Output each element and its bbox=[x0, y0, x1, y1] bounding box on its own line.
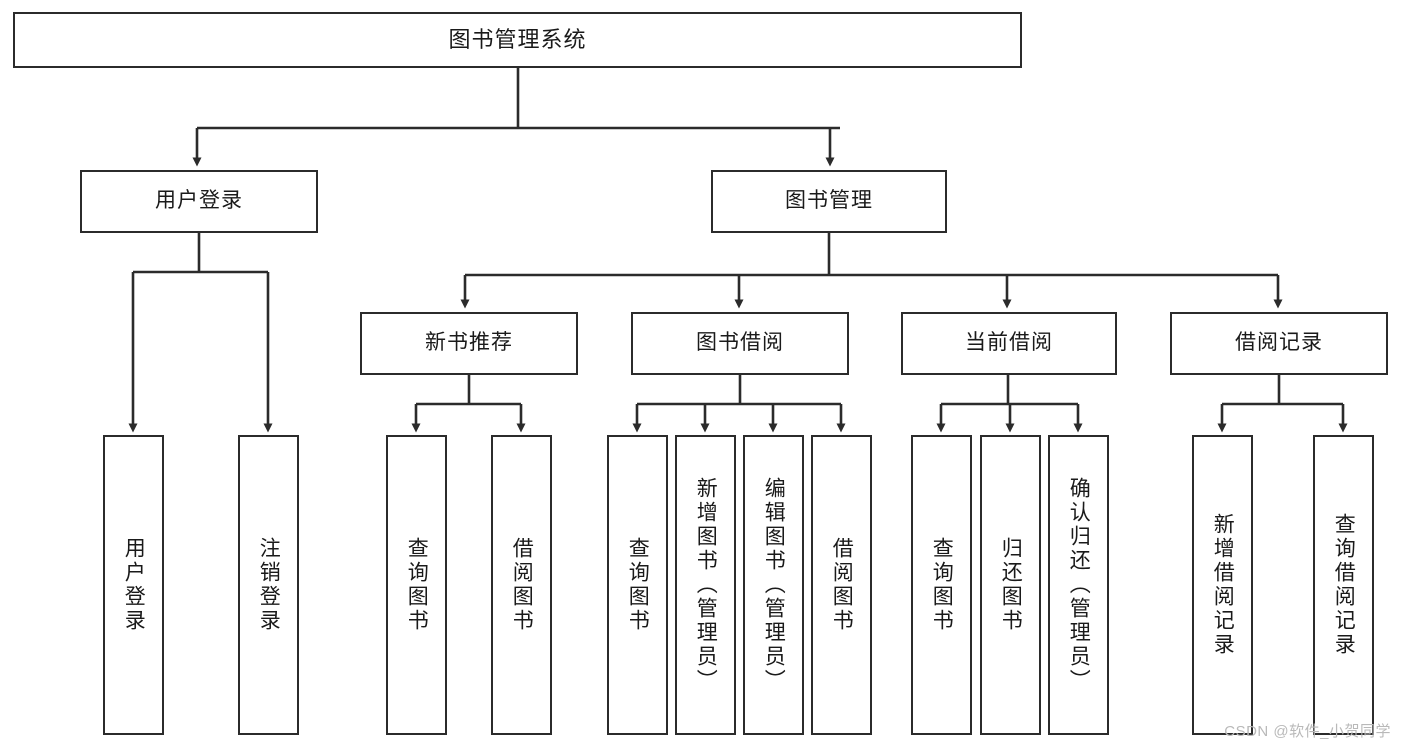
leaf-logout[interactable]: 注销登录 bbox=[238, 435, 299, 735]
node-label: 确认归还（管理员） bbox=[1067, 477, 1091, 693]
node-label: 新增借阅记录 bbox=[1211, 513, 1235, 657]
leaf-query-book-newrec[interactable]: 查询图书 bbox=[386, 435, 447, 735]
leaf-borrow-book[interactable]: 借阅图书 bbox=[811, 435, 872, 735]
node-label: 归还图书 bbox=[999, 537, 1023, 633]
node-label: 借阅记录 bbox=[1235, 331, 1323, 355]
leaf-return-book[interactable]: 归还图书 bbox=[980, 435, 1041, 735]
leaf-query-borrow-record[interactable]: 查询借阅记录 bbox=[1313, 435, 1374, 735]
leaf-add-borrow-record[interactable]: 新增借阅记录 bbox=[1192, 435, 1253, 735]
node-label: 查询借阅记录 bbox=[1332, 513, 1356, 657]
node-book-management[interactable]: 图书管理 bbox=[711, 170, 947, 233]
node-current-borrow[interactable]: 当前借阅 bbox=[901, 312, 1117, 375]
node-new-book-recommendation[interactable]: 新书推荐 bbox=[360, 312, 578, 375]
node-label: 借阅图书 bbox=[510, 537, 534, 633]
leaf-query-book-borrow[interactable]: 查询图书 bbox=[607, 435, 668, 735]
node-label: 查询图书 bbox=[626, 537, 650, 633]
leaf-query-book-current[interactable]: 查询图书 bbox=[911, 435, 972, 735]
node-label: 新增图书（管理员） bbox=[694, 477, 718, 693]
node-label: 当前借阅 bbox=[965, 331, 1053, 355]
node-user-login[interactable]: 用户登录 bbox=[80, 170, 318, 233]
leaf-confirm-return-admin[interactable]: 确认归还（管理员） bbox=[1048, 435, 1109, 735]
leaf-add-book-admin[interactable]: 新增图书（管理员） bbox=[675, 435, 736, 735]
node-borrow-record[interactable]: 借阅记录 bbox=[1170, 312, 1388, 375]
node-label: 用户登录 bbox=[155, 189, 243, 213]
watermark: CSDN @软件_小贺同学 bbox=[1224, 723, 1391, 740]
node-label: 查询图书 bbox=[930, 537, 954, 633]
node-label: 图书借阅 bbox=[696, 331, 784, 355]
node-label: 借阅图书 bbox=[830, 537, 854, 633]
node-book-borrow[interactable]: 图书借阅 bbox=[631, 312, 849, 375]
leaf-edit-book-admin[interactable]: 编辑图书（管理员） bbox=[743, 435, 804, 735]
node-label: 图书管理 bbox=[785, 189, 873, 213]
node-label: 用户登录 bbox=[122, 537, 146, 633]
node-label: 查询图书 bbox=[405, 537, 429, 633]
node-label: 新书推荐 bbox=[425, 331, 513, 355]
node-label: 编辑图书（管理员） bbox=[762, 477, 786, 693]
leaf-user-login[interactable]: 用户登录 bbox=[103, 435, 164, 735]
leaf-borrow-book-newrec[interactable]: 借阅图书 bbox=[491, 435, 552, 735]
node-root-book-management-system[interactable]: 图书管理系统 bbox=[13, 12, 1022, 68]
node-label: 图书管理系统 bbox=[448, 27, 587, 53]
node-label: 注销登录 bbox=[257, 537, 281, 633]
